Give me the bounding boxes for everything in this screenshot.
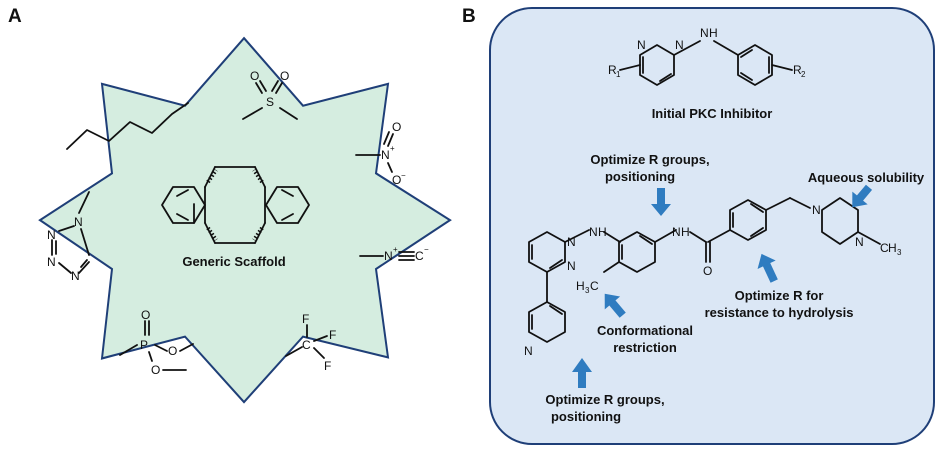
- cf3-c-label: C: [302, 338, 311, 352]
- isocyanide-n-label: N: [384, 249, 393, 263]
- annotation-bottom-r-line2: positioning: [551, 409, 621, 424]
- nitro-o1-label: O: [392, 120, 401, 134]
- annotation-aqueous: Aqueous solubility: [808, 170, 925, 185]
- pkc-n1-label: N: [675, 38, 684, 52]
- panel-a-star-background: [38, 36, 452, 404]
- amide-h-label: H: [681, 225, 690, 239]
- tetrazole-n2-label: N: [47, 228, 56, 242]
- arrow-bottom-r: [572, 358, 592, 388]
- pkc-r2-label: R: [793, 63, 802, 77]
- tetrazole-n4-label: N: [71, 269, 80, 283]
- cf3-f1-label: F: [302, 312, 309, 326]
- arrow-conformational: [608, 298, 626, 318]
- piperazine-n1-label: N: [812, 203, 821, 217]
- nitro-n-label: N: [381, 148, 390, 162]
- pyrimidine-n2-label: N: [567, 259, 576, 273]
- amide-o-label: O: [703, 264, 712, 278]
- pkc-r2-sub: 2: [801, 70, 806, 79]
- pkc-nh-n-label: N: [700, 26, 709, 40]
- isocyanide-minus-label: −: [424, 245, 429, 254]
- annotation-hydrolysis-line1: Optimize R for: [735, 288, 824, 303]
- isocyanide-plus-label: +: [393, 245, 398, 254]
- arrow-hydrolysis: [762, 261, 778, 283]
- annotation-hydrolysis-line2: resistance to hydrolysis: [705, 305, 854, 320]
- pkc-r1-label: R: [608, 63, 617, 77]
- pkc-nh-h-label: H: [709, 26, 718, 40]
- annotation-conformational-line2: restriction: [613, 340, 677, 355]
- annotation-top-r-line1: Optimize R groups,: [590, 152, 709, 167]
- sulfone-s-label: S: [266, 95, 274, 109]
- amide-n-label: N: [672, 225, 681, 239]
- annotation-top-r-line2: positioning: [605, 169, 675, 184]
- arrow-top-r: [651, 188, 671, 216]
- nitro-o2-label: O: [392, 173, 401, 187]
- panel-b-background: [489, 7, 935, 445]
- cf3-f2-label: F: [329, 328, 336, 342]
- nitro-minus-label: −: [401, 171, 406, 180]
- methyl-c-label: C: [880, 241, 889, 255]
- initial-inhibitor-label: Initial PKC Inhibitor: [652, 106, 773, 121]
- panel-a-letter: A: [8, 6, 22, 27]
- piperazine-n2-label: N: [855, 235, 864, 249]
- phosphonate-group: P O O O: [119, 308, 194, 377]
- sulfone-group: S O O: [242, 69, 298, 120]
- generic-scaffold: [161, 166, 310, 244]
- phosphonate-p-label: P: [140, 338, 148, 352]
- ring-methyl-h-label: H: [576, 279, 585, 293]
- arrow-aqueous: [852, 184, 873, 208]
- phosphonate-o3-label: O: [151, 363, 160, 377]
- nitro-group: N + O O −: [355, 120, 406, 187]
- annotation-conformational-line1: Conformational: [597, 323, 693, 338]
- ring-methyl-h3-sub: 3: [585, 286, 590, 295]
- optimized-inhibitor-structure: N N C H 3 N N N H N H O H 3 C N: [524, 197, 902, 358]
- nitro-plus-label: +: [390, 144, 395, 153]
- hexane-chain: [66, 102, 189, 150]
- tetrazole-n1-label: N: [74, 215, 83, 229]
- phosphonate-o2-label: O: [168, 344, 177, 358]
- methyl-h3-sub: 3: [897, 248, 902, 257]
- methyl-h-label: H: [888, 241, 897, 255]
- panel-b-letter: B: [462, 6, 476, 27]
- sulfone-o1-label: O: [250, 69, 259, 83]
- arrow-hydrolysis-head: [757, 253, 776, 269]
- tetrazole-n3-label: N: [47, 255, 56, 269]
- arrow-conformational-head: [604, 293, 621, 310]
- phosphonate-o1-label: O: [141, 308, 150, 322]
- amine-h-label: H: [598, 225, 607, 239]
- pyridine-n-label: N: [524, 344, 533, 358]
- tetrazole-group: N N N N: [47, 191, 90, 283]
- amine-n-label: N: [589, 225, 598, 239]
- pkc-r1-sub: 1: [616, 70, 621, 79]
- isocyanide-group: N + C −: [359, 245, 429, 263]
- pyrimidine-n1-label: N: [567, 235, 576, 249]
- isocyanide-c-label: C: [415, 249, 424, 263]
- sulfone-o2-label: O: [280, 69, 289, 83]
- scaffold-label: Generic Scaffold: [182, 254, 285, 269]
- annotation-bottom-r-line1: Optimize R groups,: [545, 392, 664, 407]
- cf3-f3-label: F: [324, 359, 331, 373]
- trifluoromethyl-group: C F F F: [285, 312, 336, 373]
- pkc-n2-label: N: [637, 38, 646, 52]
- ring-methyl-c-label: C: [590, 279, 599, 293]
- initial-inhibitor-structure: N N N H R 1 R 2: [608, 26, 806, 86]
